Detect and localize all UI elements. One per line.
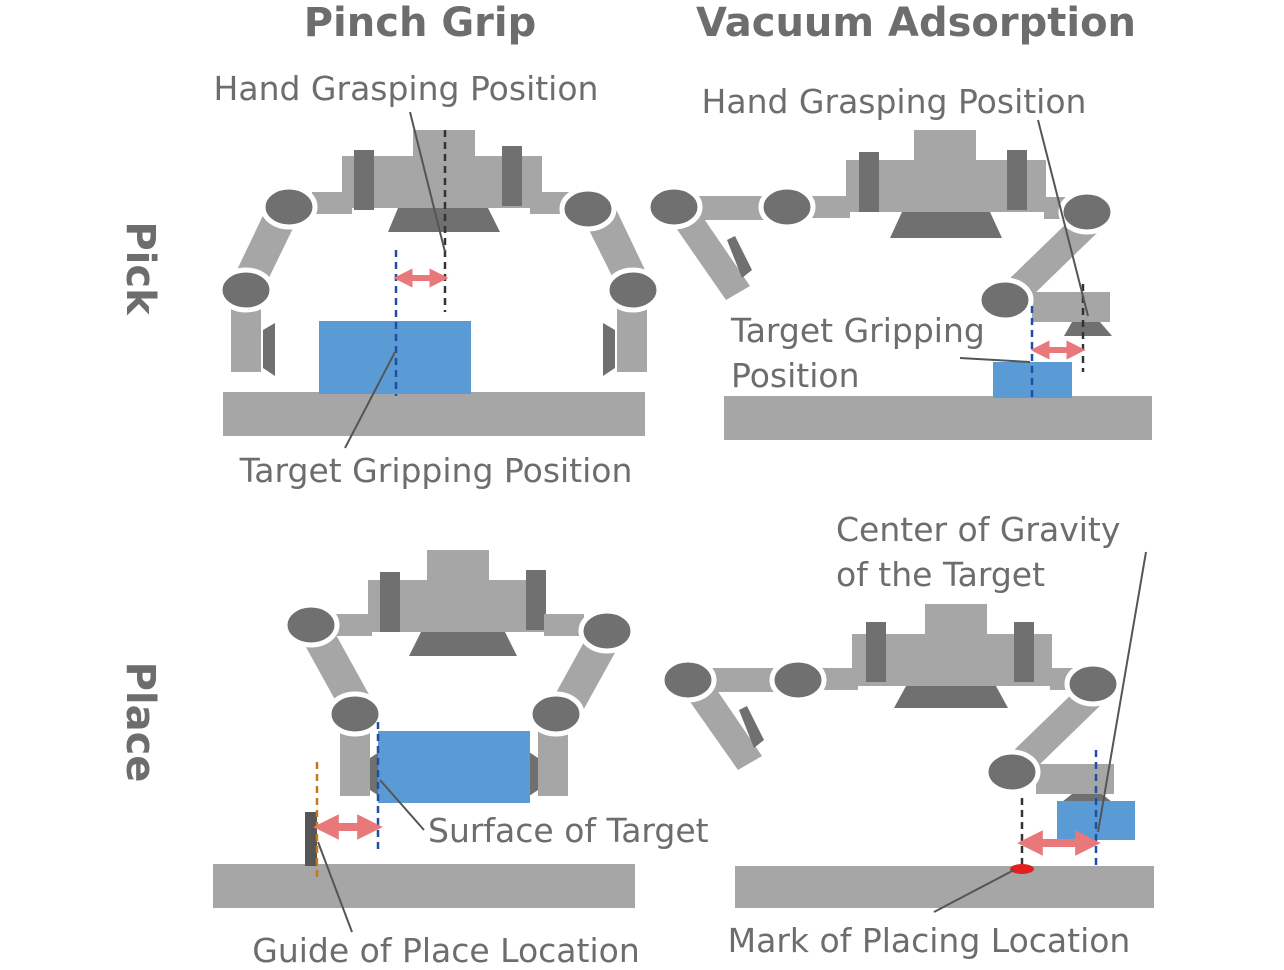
- robot-body: [852, 604, 1052, 708]
- joint: [645, 184, 703, 230]
- robot-body: [342, 130, 542, 232]
- joint: [604, 267, 662, 313]
- label-guide-of-place-location: Guide of Place Location: [252, 931, 640, 970]
- table: [223, 392, 645, 436]
- leader-line: [1097, 551, 1147, 833]
- joint: [983, 749, 1041, 795]
- joint: [758, 184, 816, 230]
- panel-vacuum-place: Center of Gravity of the Target Mark of …: [659, 510, 1154, 960]
- leader-line: [1037, 119, 1089, 317]
- target-block: [378, 731, 530, 803]
- joint: [659, 657, 717, 703]
- leader-line: [959, 357, 1031, 363]
- row-header-pick: Pick: [117, 221, 163, 316]
- label-target-gripping-position: Target Gripping Position: [239, 451, 633, 490]
- table: [735, 866, 1154, 908]
- column-header-pinch-grip: Pinch Grip: [304, 0, 537, 46]
- column-header-vacuum-adsorption: Vacuum Adsorption: [696, 0, 1136, 46]
- joint: [527, 691, 585, 737]
- joint: [976, 277, 1034, 323]
- left-arm: [645, 184, 850, 300]
- label-hand-grasping-position: Hand Grasping Position: [702, 82, 1087, 121]
- table: [213, 864, 635, 908]
- joint: [326, 691, 384, 737]
- robot-body: [368, 550, 546, 656]
- label-center-of-gravity-line1: Center of Gravity: [836, 510, 1120, 549]
- leader-line: [409, 111, 446, 253]
- place-guide-wall: [305, 812, 317, 866]
- target-block: [319, 321, 471, 394]
- leader-line: [317, 841, 353, 933]
- left-arm: [659, 657, 858, 770]
- joint: [559, 186, 617, 232]
- robot-body: [846, 130, 1046, 238]
- label-target-gripping-line2: Position: [731, 356, 860, 395]
- placing-mark: [1010, 864, 1034, 874]
- label-hand-grasping-position: Hand Grasping Position: [214, 69, 599, 108]
- joint: [1064, 661, 1122, 707]
- joint: [217, 267, 275, 313]
- left-arm: [217, 184, 352, 376]
- joint: [260, 184, 318, 230]
- panel-pinch-pick: Hand Grasping Position Target Gripping P…: [214, 69, 662, 490]
- label-mark-of-placing-location: Mark of Placing Location: [728, 921, 1131, 960]
- right-arm: [526, 608, 636, 798]
- leader-line: [344, 351, 396, 449]
- table: [724, 396, 1152, 440]
- panel-vacuum-pick: Hand Grasping Position Target Gripping P…: [645, 82, 1152, 440]
- right-arm: [983, 661, 1122, 802]
- panel-pinch-place: Surface of Target Guide of Place Locatio…: [213, 550, 709, 970]
- row-header-place: Place: [117, 662, 163, 783]
- joint: [1058, 189, 1116, 235]
- label-center-of-gravity-line2: of the Target: [836, 555, 1045, 594]
- joint: [769, 657, 827, 703]
- right-arm: [976, 189, 1116, 336]
- left-arm: [282, 602, 384, 798]
- label-target-gripping-line1: Target Gripping: [730, 311, 985, 350]
- leader-line: [379, 779, 425, 831]
- joint: [578, 608, 636, 654]
- leader-line: [933, 869, 1015, 913]
- label-surface-of-target: Surface of Target: [428, 811, 709, 850]
- joint: [282, 602, 340, 648]
- right-arm: [530, 186, 662, 376]
